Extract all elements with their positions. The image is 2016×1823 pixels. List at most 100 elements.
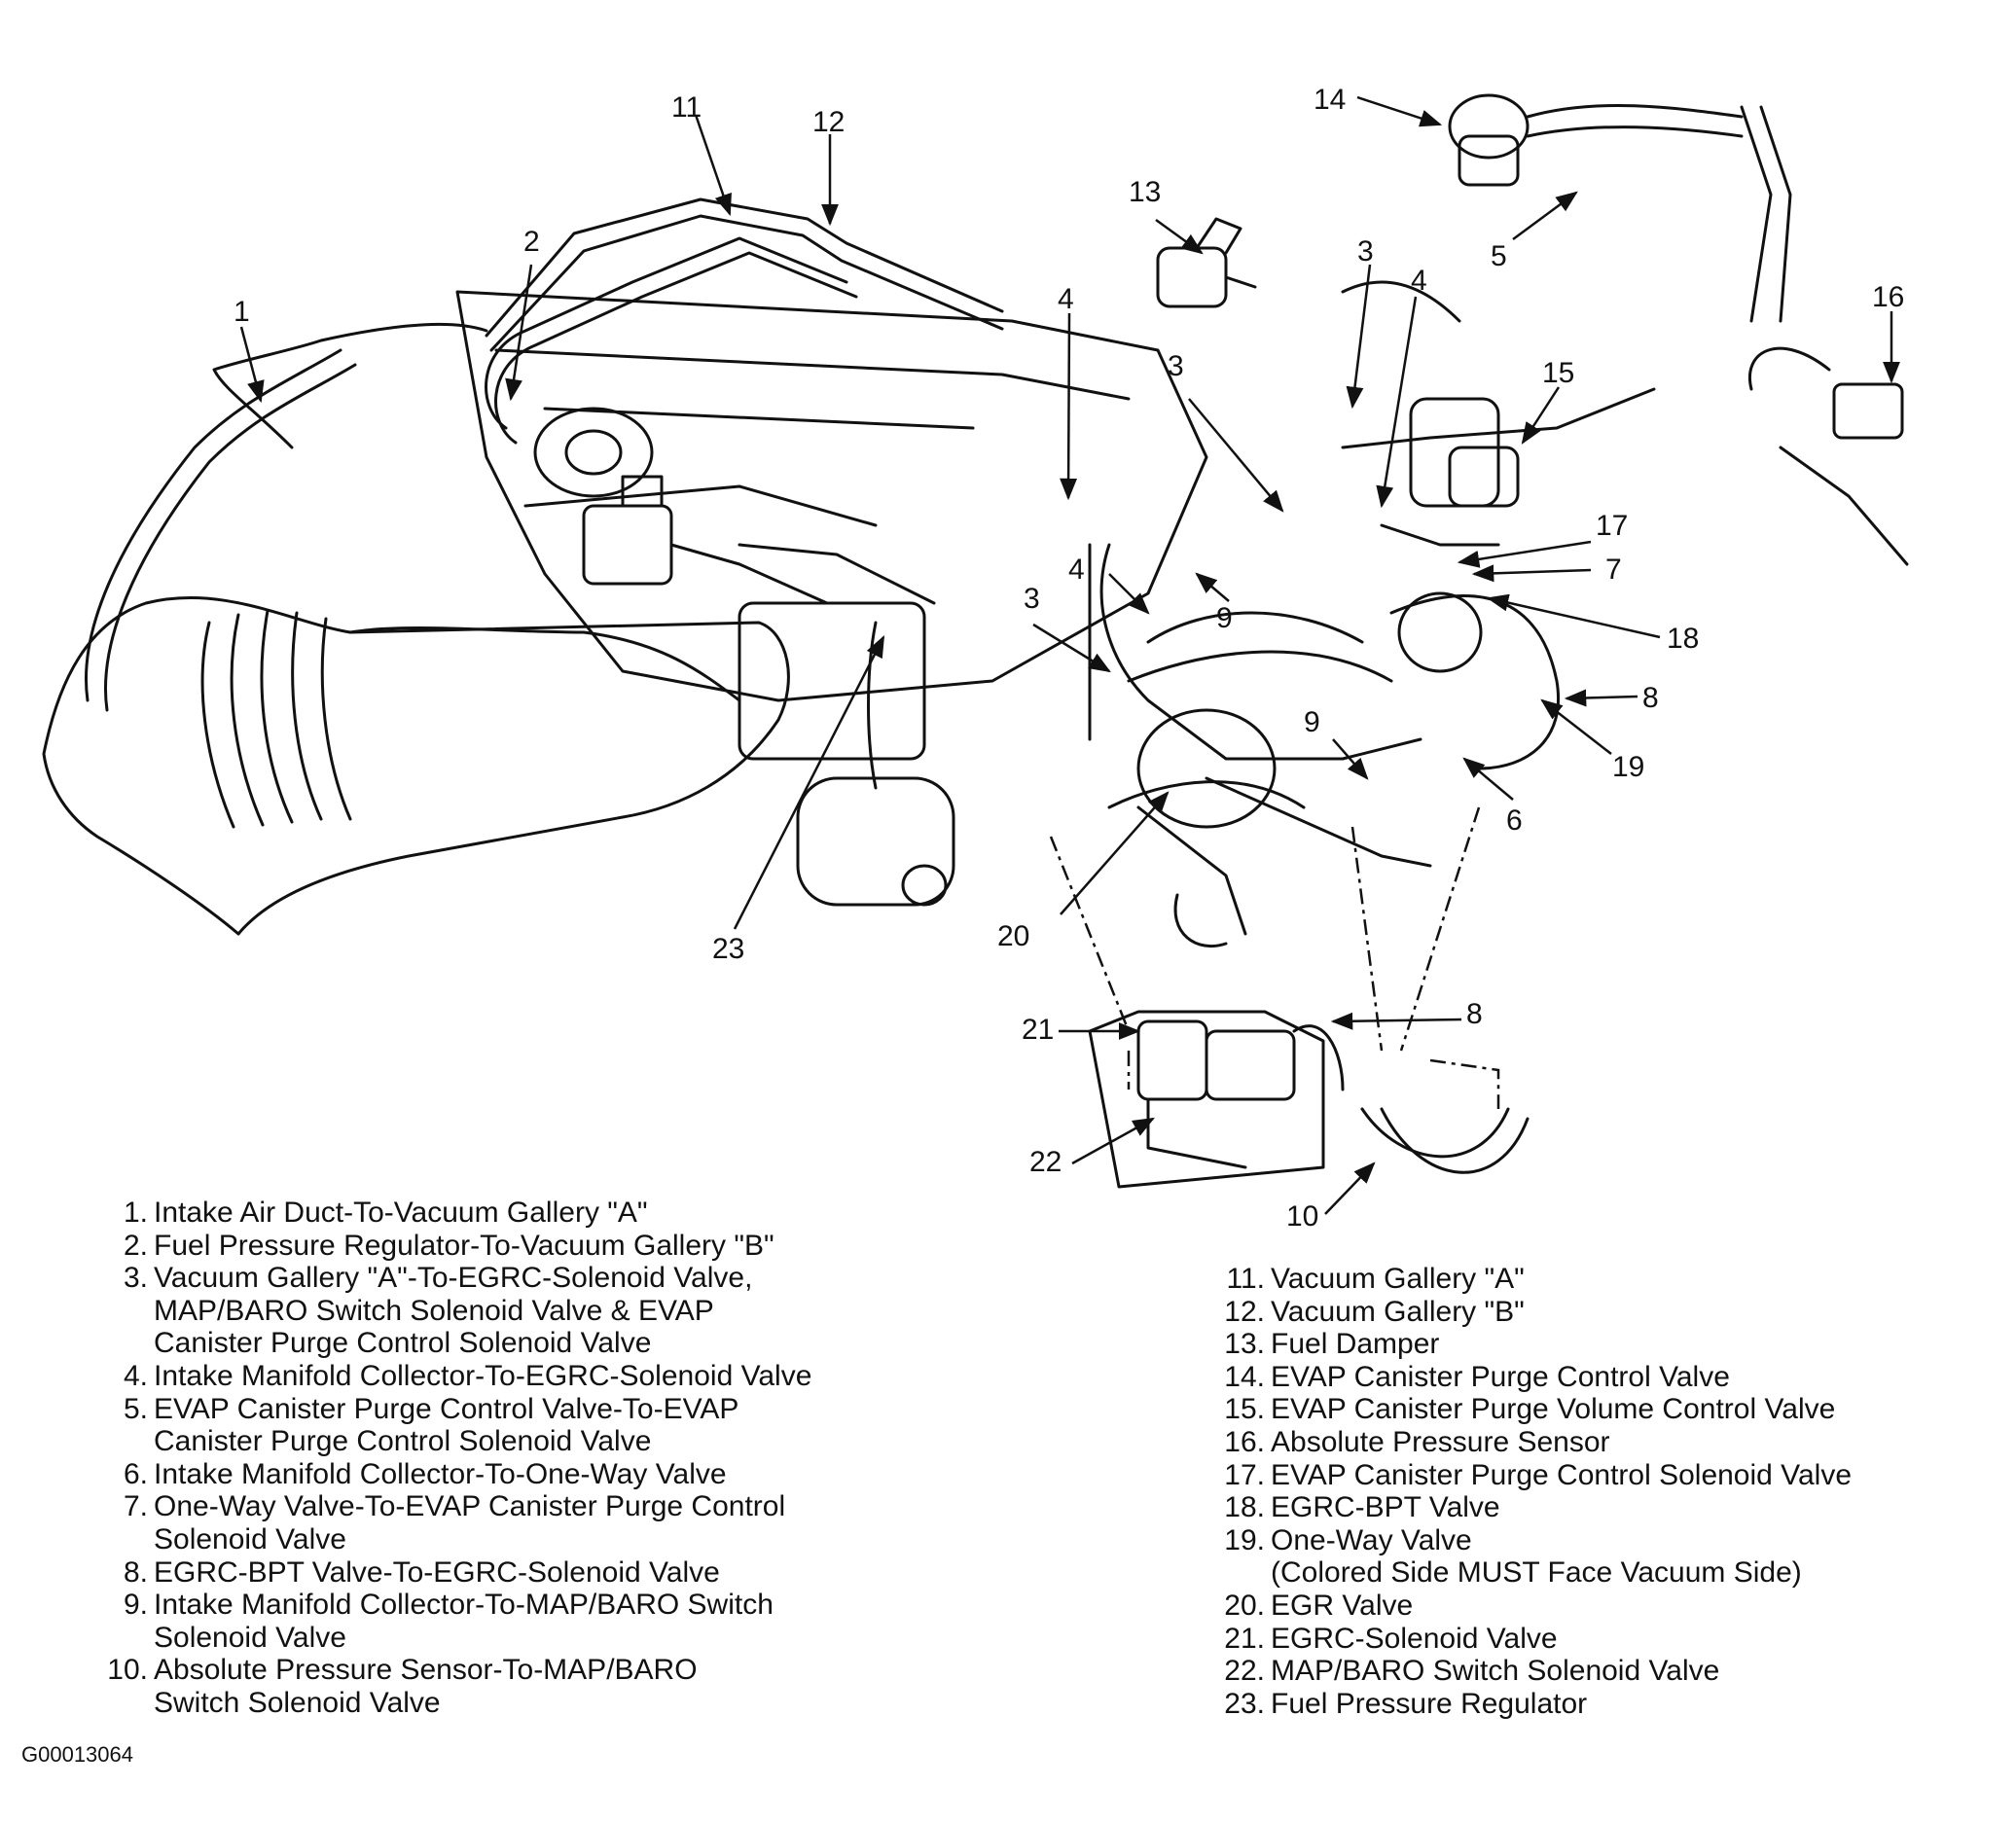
callout-3b: 3 [1168,350,1184,382]
legend-number: 4. [123,1359,148,1392]
callout-7: 7 [1605,554,1622,586]
legend-item: 13.Fuel Damper [1214,1328,1852,1361]
legend-item: 17.EVAP Canister Purge Control Solenoid … [1214,1459,1852,1492]
legend-text: Fuel Pressure Regulator-To-Vacuum Galler… [154,1229,774,1262]
vacuum-gallery-b [485,236,858,445]
callout-14: 14 [1314,84,1346,116]
legend-number: 21. [1224,1622,1265,1655]
legend-number: 15. [1224,1393,1265,1426]
legend-item: 3.Canister Purge Control Solenoid Valve [97,1327,811,1360]
legend-number: 7. [123,1490,148,1523]
legend-item: 8.EGRC-BPT Valve-To-EGRC-Solenoid Valve [97,1556,811,1590]
legend-number: 16. [1224,1425,1265,1458]
legend-item: 21.EGRC-Solenoid Valve [1214,1623,1852,1656]
legend-item: 6.Intake Manifold Collector-To-One-Way V… [97,1458,811,1491]
callout-12: 12 [812,106,845,138]
legend-text: EGR Valve [1271,1589,1414,1622]
legend-left: 1.Intake Air Duct-To-Vacuum Gallery "A"2… [97,1197,811,1720]
callout-10: 10 [1286,1200,1318,1233]
legend-number: 9. [123,1589,148,1622]
legend-item: 1.Intake Air Duct-To-Vacuum Gallery "A" [97,1197,811,1230]
legend-item: 19.(Colored Side MUST Face Vacuum Side) [1214,1556,1852,1590]
legend-text: Vacuum Gallery "A"-To-EGRC-Solenoid Valv… [154,1262,753,1295]
callout-9b: 9 [1304,706,1320,738]
legend-text: One-Way Valve [1271,1523,1472,1556]
legend-number: 19. [1224,1523,1265,1556]
legend-text: EGRC-BPT Valve [1271,1491,1500,1524]
legend-item: 20.EGR Valve [1214,1590,1852,1623]
legend-text: Intake Manifold Collector-To-EGRC-Soleno… [154,1359,812,1392]
callout-8b: 8 [1466,998,1483,1030]
legend-text: Intake Manifold Collector-To-MAP/BARO Sw… [154,1589,774,1622]
solenoid-bracket-assembly [1088,1010,1530,1189]
callout-4c: 4 [1068,554,1085,586]
legend-item: 9.Solenoid Valve [97,1622,811,1655]
legend-text: Canister Purge Control Solenoid Valve [154,1425,652,1458]
legend-number: 13. [1224,1328,1265,1361]
legend-text: EVAP Canister Purge Control Solenoid Val… [1271,1458,1852,1491]
callout-3a: 3 [1357,235,1374,268]
legend-number: 3. [123,1262,148,1295]
legend-text: Fuel Pressure Regulator [1271,1687,1588,1720]
legend-text: EVAP Canister Purge Control Valve-To-EVA… [154,1392,739,1425]
legend-item: 15.EVAP Canister Purge Volume Control Va… [1214,1393,1852,1426]
callout-4a: 4 [1058,283,1074,315]
egrc-bpt-valve-part [1389,591,1560,770]
callout-11: 11 [671,91,702,124]
legend-text: EGRC-Solenoid Valve [1271,1622,1558,1655]
legend-number: 20. [1224,1589,1265,1622]
legend-item: 3.Vacuum Gallery "A"-To-EGRC-Solenoid Va… [97,1262,811,1295]
legend-text: Intake Air Duct-To-Vacuum Gallery "A" [154,1197,648,1229]
egr-valve-part [1136,708,1277,948]
legend-number: 22. [1224,1655,1265,1688]
legend-number: 23. [1224,1687,1265,1720]
callout-19: 19 [1612,751,1644,783]
callout-15: 15 [1542,357,1574,389]
legend-item: 4.Intake Manifold Collector-To-EGRC-Sole… [97,1360,811,1393]
legend-number: 12. [1224,1295,1265,1328]
legend-item: 5.EVAP Canister Purge Control Valve-To-E… [97,1393,811,1426]
legend-item: 16.Absolute Pressure Sensor [1214,1426,1852,1459]
callout-5: 5 [1491,240,1507,272]
legend-item: 7.One-Way Valve-To-EVAP Canister Purge C… [97,1490,811,1523]
legend-text: Absolute Pressure Sensor-To-MAP/BARO [154,1654,698,1687]
legend-number: 11. [1226,1263,1265,1295]
evap-solenoid-cluster [1341,280,1520,547]
callout-21: 21 [1022,1014,1054,1046]
callout-22: 22 [1029,1146,1062,1178]
legend-item: 2.Fuel Pressure Regulator-To-Vacuum Gall… [97,1230,811,1263]
engine-vacuum-diagram: 1 2 11 12 13 14 5 16 15 4 3 4 3 17 7 18 … [42,84,1909,1233]
callout-13: 13 [1129,176,1161,208]
legend-number: 8. [123,1555,148,1589]
legend-text: Solenoid Valve [154,1621,346,1654]
legend-number: 6. [123,1457,148,1490]
callout-18: 18 [1667,623,1699,655]
legend-number: 2. [123,1229,148,1262]
intake-manifold-collector [455,290,1208,702]
legend-item: 3.MAP/BARO Switch Solenoid Valve & EVAP [97,1295,811,1328]
legend-item: 23.Fuel Pressure Regulator [1214,1688,1852,1721]
legend-item: 14.EVAP Canister Purge Control Valve [1214,1361,1852,1394]
legend-text: Absolute Pressure Sensor [1271,1425,1610,1458]
figure-id: G00013064 [21,1742,133,1767]
legend-text: EVAP Canister Purge Volume Control Valve [1271,1393,1836,1426]
legend-item: 19.One-Way Valve [1214,1524,1852,1557]
callout-1: 1 [234,296,250,328]
intake-air-duct [42,595,790,936]
legend-text: Solenoid Valve [154,1522,346,1555]
legend-item: 11.Vacuum Gallery "A" [1214,1263,1852,1296]
legend-number: 1. [123,1197,148,1229]
callout-17: 17 [1596,510,1628,542]
legend-right: 11.Vacuum Gallery "A"12.Vacuum Gallery "… [1214,1263,1852,1720]
legend-text: MAP/BARO Switch Solenoid Valve [1271,1655,1720,1688]
legend-item: 18.EGRC-BPT Valve [1214,1491,1852,1524]
legend-text: Canister Purge Control Solenoid Valve [154,1327,652,1360]
evap-purge-control-valve-part [1448,93,1792,323]
legend-item: 5.Canister Purge Control Solenoid Valve [97,1425,811,1458]
legend-text: MAP/BARO Switch Solenoid Valve & EVAP [154,1294,714,1327]
callout-3c: 3 [1024,583,1040,615]
legend-item: 7.Solenoid Valve [97,1523,811,1556]
legend-text: (Colored Side MUST Face Vacuum Side) [1271,1556,1802,1590]
callout-6: 6 [1506,804,1523,837]
legend-number: 5. [123,1392,148,1425]
